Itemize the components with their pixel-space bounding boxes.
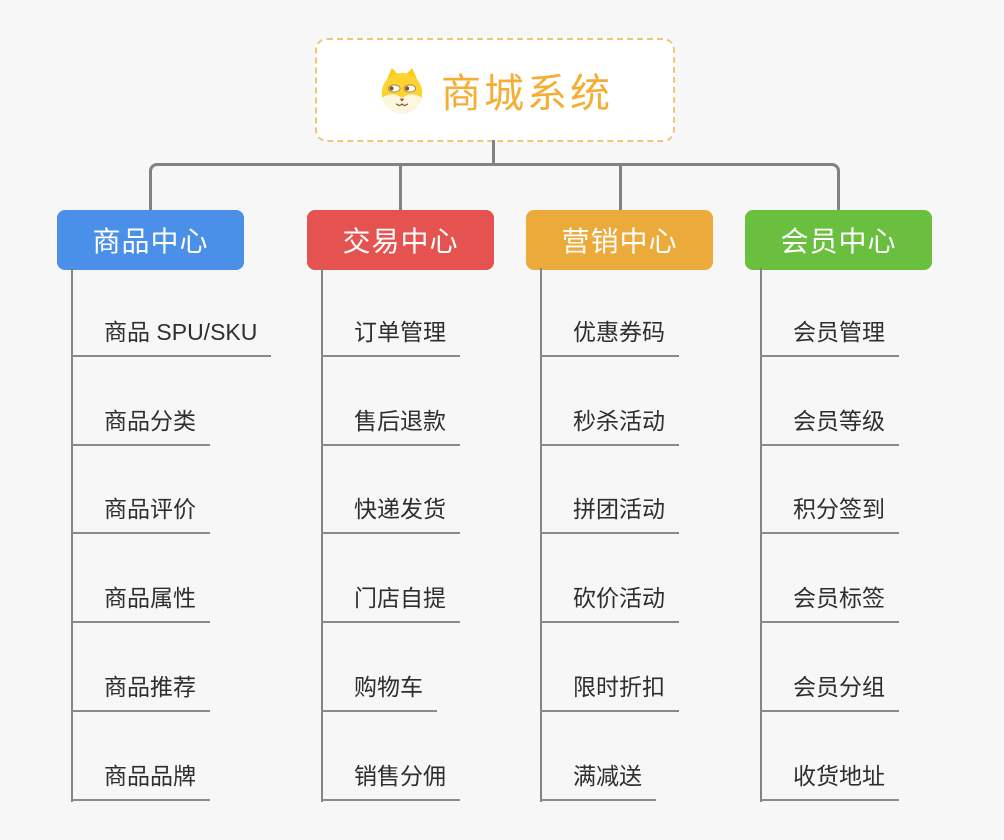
sub-item-node[interactable]: 商品分类 (71, 357, 271, 446)
sub-item-label: 优惠券码 (540, 313, 679, 357)
sub-item-node[interactable]: 会员管理 (760, 268, 899, 357)
sub-item-node[interactable]: 销售分佣 (321, 712, 460, 801)
sub-item-node[interactable]: 收货地址 (760, 712, 899, 801)
sub-item-node[interactable]: 商品评价 (71, 446, 271, 535)
sub-item-label: 售后退款 (321, 402, 460, 446)
sub-item-node[interactable]: 商品 SPU/SKU (71, 268, 272, 357)
drop-line-2 (399, 165, 402, 211)
root-stem-line (492, 140, 495, 164)
sub-item-label: 商品评价 (71, 490, 210, 535)
sub-item-label: 会员等级 (760, 402, 899, 446)
branch-label: 交易中心 (342, 226, 459, 257)
drop-line-3 (619, 165, 622, 211)
branch-bracket-line (149, 163, 840, 211)
sub-item-label: 砍价活动 (540, 579, 679, 624)
sub-item-label: 快递发货 (321, 490, 460, 535)
sub-item-label: 商品品牌 (71, 757, 210, 801)
sub-item-node[interactable]: 会员等级 (760, 357, 899, 446)
sub-item-node[interactable]: 购物车 (321, 623, 460, 712)
sub-item-node[interactable]: 售后退款 (321, 357, 460, 446)
sub-item-node[interactable]: 积分签到 (760, 446, 899, 535)
sub-item-node[interactable]: 满减送 (540, 712, 679, 801)
sub-item-label: 会员分组 (760, 668, 899, 712)
sub-item-label: 限时折扣 (540, 668, 679, 712)
spine-line-marketing (540, 268, 542, 802)
sub-item-node[interactable]: 订单管理 (321, 268, 460, 357)
item-column-trade: 订单管理售后退款快递发货门店自提购物车销售分佣 (321, 268, 460, 801)
sub-item-node[interactable]: 门店自提 (321, 534, 460, 624)
sub-item-label: 商品分类 (71, 402, 210, 446)
branch-label: 会员中心 (780, 226, 897, 257)
sub-item-label: 门店自提 (321, 579, 460, 624)
sub-item-node[interactable]: 优惠券码 (540, 268, 679, 357)
sub-item-node[interactable]: 商品属性 (71, 534, 271, 624)
root-title: 商城系统 (441, 72, 613, 116)
sub-item-node[interactable]: 会员标签 (760, 534, 899, 624)
sub-item-label: 收货地址 (760, 757, 899, 801)
branch-node-marketing-center[interactable]: 营销中心 (526, 210, 713, 270)
sub-item-node[interactable]: 快递发货 (321, 446, 460, 535)
sub-item-node[interactable]: 会员分组 (760, 623, 899, 712)
shiba-dog-icon (381, 68, 423, 114)
sub-item-label: 订单管理 (321, 313, 460, 357)
sub-item-label: 满减送 (540, 757, 656, 801)
branch-node-trade-center[interactable]: 交易中心 (307, 210, 494, 270)
spine-line-trade (321, 268, 323, 802)
sub-item-label: 秒杀活动 (540, 402, 679, 446)
sub-item-label: 销售分佣 (321, 757, 460, 801)
sub-item-node[interactable]: 砍价活动 (540, 534, 679, 624)
sub-item-node[interactable]: 商品品牌 (71, 712, 271, 801)
root-node-mall-system[interactable]: 商城系统 (315, 38, 675, 142)
branch-node-member-center[interactable]: 会员中心 (745, 210, 932, 270)
sub-item-label: 商品推荐 (71, 668, 210, 712)
sub-item-label: 商品属性 (71, 579, 210, 624)
sub-item-node[interactable]: 拼团活动 (540, 446, 679, 535)
sub-item-label: 会员管理 (760, 313, 899, 357)
sub-item-label: 积分签到 (760, 490, 899, 535)
branch-node-product-center[interactable]: 商品中心 (57, 210, 244, 270)
item-column-product: 商品 SPU/SKU 商品分类商品评价商品属性商品推荐商品品牌 (71, 268, 272, 801)
branch-label: 营销中心 (561, 226, 678, 257)
sub-item-label: 购物车 (321, 668, 437, 712)
sub-item-node[interactable]: 商品推荐 (71, 623, 271, 712)
item-column-marketing: 优惠券码秒杀活动拼团活动砍价活动限时折扣满减送 (540, 268, 679, 801)
sub-item-node[interactable]: 限时折扣 (540, 623, 679, 712)
sub-item-label: 会员标签 (760, 579, 899, 624)
sub-item-label: 拼团活动 (540, 490, 679, 535)
branch-label: 商品中心 (92, 226, 209, 257)
sub-item-node[interactable]: 秒杀活动 (540, 357, 679, 446)
spine-line-product (71, 268, 73, 802)
sub-item-label: 商品 SPU/SKU (71, 313, 272, 357)
item-column-member: 会员管理会员等级积分签到会员标签会员分组收货地址 (760, 268, 899, 801)
spine-line-member (760, 268, 762, 802)
